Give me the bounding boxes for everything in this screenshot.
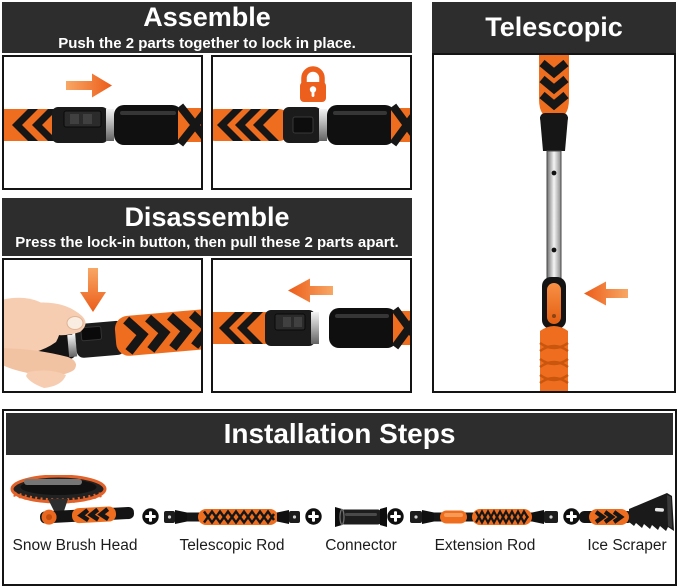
- lock-icon: [300, 66, 326, 102]
- hand-illustration: [4, 297, 86, 388]
- installation-steps-box: Installation Steps: [2, 409, 677, 586]
- assemble-step1-panel: [2, 55, 203, 190]
- plus-icon: [563, 508, 580, 525]
- plus-icon: [305, 508, 322, 525]
- press-button-hand-illustration: [4, 268, 201, 388]
- down-arrow-icon: [80, 268, 106, 312]
- extension-rod-illustration: [410, 504, 560, 530]
- assemble-push-illustration: [4, 73, 201, 147]
- disassemble-header: Disassemble Press the lock-in button, th…: [2, 198, 412, 256]
- telescopic-header: Telescopic: [432, 2, 676, 53]
- part-label-telescopic-rod: Telescopic Rod: [179, 537, 285, 554]
- rod-parts-illustration: [4, 103, 201, 147]
- ice-scraper-illustration: [579, 493, 675, 539]
- part-label-extension-rod: Extension Rod: [434, 537, 536, 554]
- connector-illustration: [335, 505, 387, 529]
- assemble-step2-panel: [211, 55, 412, 190]
- snow-brush-head-illustration: [10, 475, 140, 527]
- installation-steps-title: Installation Steps: [223, 418, 456, 449]
- pole-illustration: [539, 55, 569, 391]
- telescopic-panel: [432, 53, 676, 393]
- assemble-header: Assemble Push the 2 parts together to lo…: [2, 2, 412, 53]
- pull-apart-rod-illustration: [213, 278, 410, 350]
- assemble-subtitle: Push the 2 parts together to lock in pla…: [58, 34, 356, 52]
- installation-steps-header: Installation Steps: [6, 413, 673, 455]
- part-label-snow-brush-head: Snow Brush Head: [12, 537, 138, 554]
- plus-icon: [142, 508, 159, 525]
- disassemble-step2-panel: [211, 258, 412, 393]
- right-arrow-icon: [66, 73, 112, 98]
- disassemble-subtitle: Press the lock-in button, then pull thes…: [15, 234, 399, 252]
- left-arrow-icon: [584, 281, 628, 306]
- rod-separated-illustration: [213, 306, 410, 350]
- disassemble-step1-panel: [2, 258, 203, 393]
- telescopic-pole-illustration: [539, 55, 628, 391]
- installation-steps-body: Snow Brush Head Telescopic Rod Connector…: [4, 457, 675, 584]
- part-label-connector: Connector: [325, 537, 397, 554]
- plus-icon: [387, 508, 404, 525]
- assemble-locked-illustration: [213, 66, 410, 147]
- part-label-ice-scraper: Ice Scraper: [587, 537, 667, 554]
- left-arrow-icon: [288, 278, 333, 303]
- rod-joined-illustration: [213, 103, 410, 147]
- assemble-title: Assemble: [143, 2, 271, 33]
- telescopic-rod-illustration: [164, 504, 300, 530]
- disassemble-title: Disassemble: [124, 201, 290, 232]
- telescopic-title: Telescopic: [485, 12, 623, 43]
